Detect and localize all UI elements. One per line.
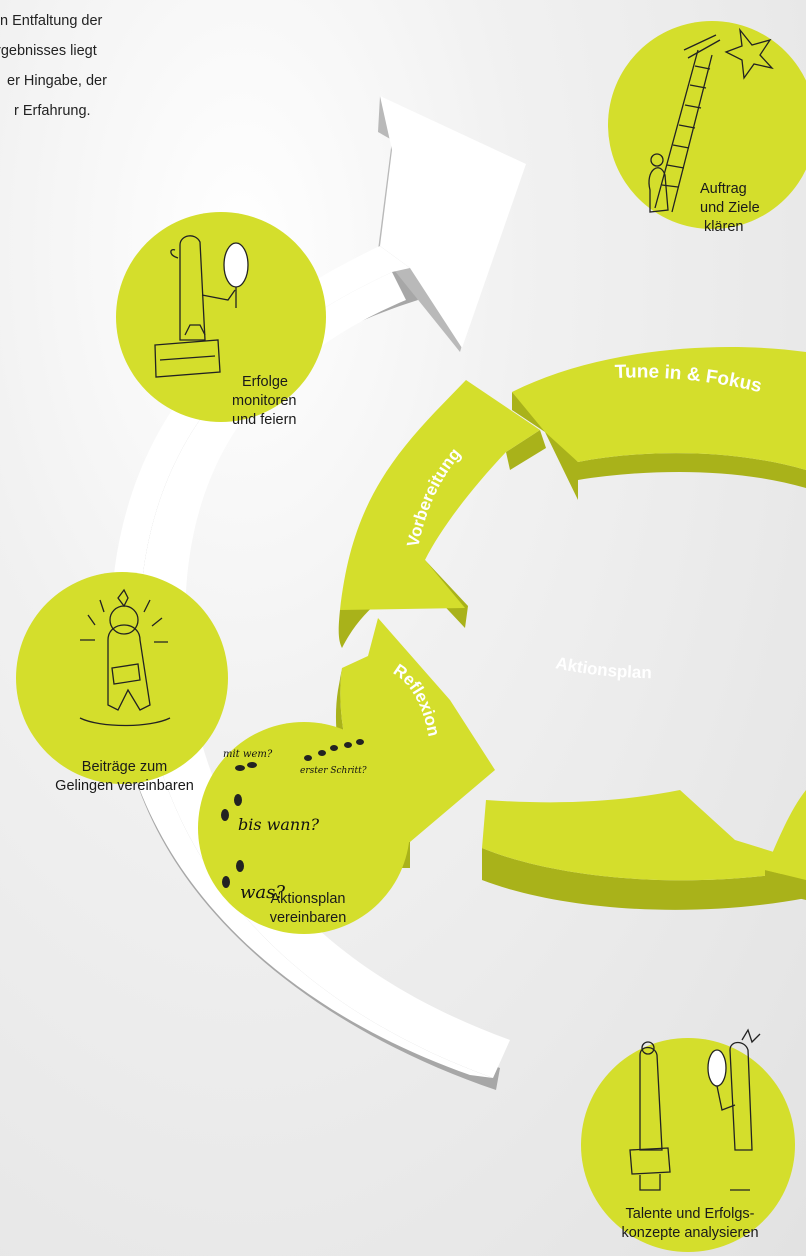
step-circle-aktionsplan: mit wem? erster Schritt? bis wann? was? [198, 722, 410, 934]
label-line: Auftrag [700, 181, 747, 197]
outer-arrow-head [380, 96, 526, 348]
label-line: und Ziele [700, 200, 760, 216]
intro-line: r Erfahrung. [14, 103, 91, 119]
step-label-beitraege: Beiträge zum Gelingen vereinbaren [42, 758, 207, 796]
inner-arrow-vorbereitung [338, 380, 546, 648]
figure-with-mirror-icon [154, 235, 249, 378]
step-label-aktionsplan: Aktionsplan vereinbaren [262, 890, 354, 928]
label-line: vereinbaren [269, 910, 347, 926]
two-figures-mirror-icon [629, 1028, 761, 1191]
step-label-erfolge: Erfolge monitoren und feiern [232, 373, 322, 430]
label-line: Gelingen vereinbaren [55, 778, 194, 794]
sketch-notes: mit wem? erster Schritt? bis wann? was? [223, 749, 367, 903]
sketch-bis-wann: bis wann? [238, 815, 320, 834]
label-line: Aktionsplan [270, 891, 346, 907]
joyful-figure-icon [79, 588, 171, 727]
label-line: monitoren [232, 393, 297, 409]
step-circle-auftrag [608, 21, 806, 229]
step-label-auftrag: Auftrag und Ziele klären [700, 180, 782, 237]
inner-cycle: Tune in & Fokus Vorbereitung Reflexion A… [335, 346, 806, 910]
intro-line: n Entfaltung der [0, 13, 103, 29]
intro-line: er Hingabe, der [7, 73, 107, 89]
label-line: klären [704, 219, 744, 235]
label-line: Beiträge zum [81, 759, 168, 775]
intro-line: rgebnisses liegt [0, 43, 97, 59]
intro-text: n Entfaltung der rgebnisses liegt er Hin… [0, 6, 200, 126]
sketch-mit-wem: mit wem? [223, 749, 273, 760]
step-label-talente: Talente und Erfolgs- konzepte analysiere… [610, 1205, 770, 1243]
step-circle-beitraege [16, 572, 228, 784]
sketch-was: was? [240, 882, 285, 903]
step-circle-erfolge [116, 212, 326, 422]
sketch-erster-schritt: erster Schritt? [300, 766, 367, 776]
footsteps-icon [221, 739, 364, 888]
label-line: und feiern [232, 412, 297, 428]
label-line: Talente und Erfolgs- [625, 1206, 755, 1222]
ladder-to-star-icon [648, 27, 774, 213]
inner-label-aktionsplan: Aktionsplan [554, 653, 652, 682]
inner-arrow-tune [512, 346, 806, 500]
label-line: Erfolge [242, 374, 288, 390]
label-line: konzepte analysieren [621, 1225, 759, 1241]
inner-arrow-aktionsplan [482, 790, 806, 910]
inner-arrow-partial [765, 790, 806, 900]
step-circle-talente [581, 1028, 795, 1252]
